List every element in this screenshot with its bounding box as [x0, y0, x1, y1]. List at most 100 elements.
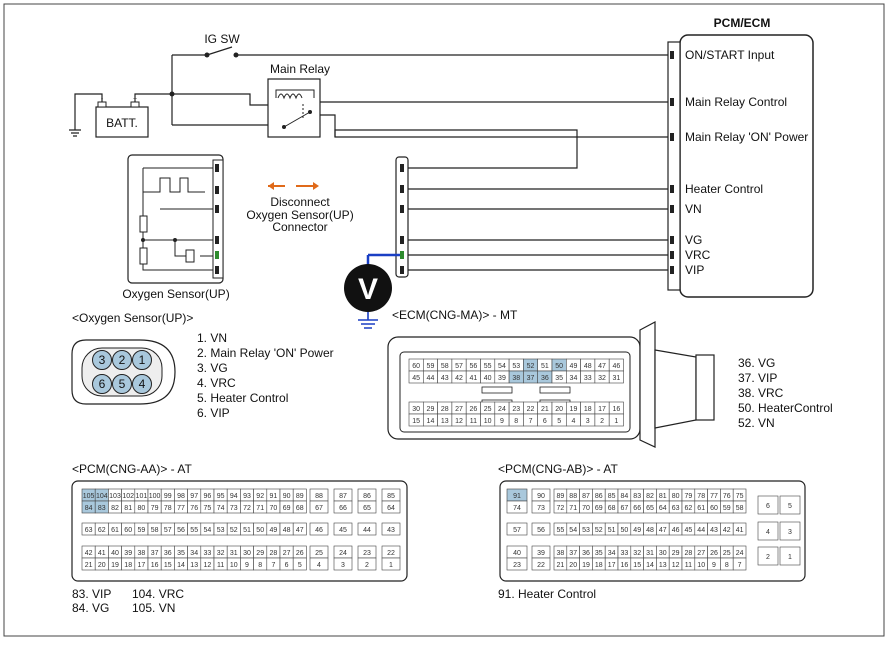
ecm-ma-pin-number: 31 [612, 375, 620, 382]
pcm-ab-pin-number: 66 [633, 505, 641, 512]
o2-connector-title: <Oxygen Sensor(UP)> [72, 311, 193, 325]
main-relay: Main Relay [267, 62, 330, 138]
instruction-line-2: Oxygen Sensor(UP) [246, 208, 353, 222]
ecm-ma-pin-number: 23 [512, 406, 520, 413]
pcm-aa-pin-number: 14 [177, 562, 185, 569]
ecm-ma-pin-number: 32 [598, 375, 606, 382]
pcm-ab-title: <PCM(CNG-AB)> - AT [498, 462, 618, 476]
pcm-aa-legend-item: 83. VIP [72, 587, 111, 601]
pcm-pin-label: VN [685, 202, 702, 216]
pcm-aa-side-number: 2 [365, 562, 369, 569]
pcm-aa-side-number: 86 [363, 493, 371, 500]
pcm-ab-pin-number: 29 [672, 550, 680, 557]
pcm-ab-pin-number: 15 [633, 562, 641, 569]
pcm-aa-side-number: 88 [315, 493, 323, 500]
o2-pin [112, 374, 132, 394]
pcm-aa-pin-number: 17 [138, 562, 146, 569]
pcm-aa-pin-number: 28 [270, 550, 278, 557]
pcm-aa-pin-number: 48 [283, 527, 291, 534]
o2-pin [112, 350, 132, 370]
svg-text:+: + [133, 96, 137, 103]
instruction-line-3: Connector [272, 220, 327, 234]
instruction-line-1: Disconnect [270, 195, 330, 209]
pcm-ab-pin-number: 40 [513, 550, 521, 557]
pcm-aa-pin-number: 15 [164, 562, 172, 569]
ecm-ma-pin-number: 14 [427, 418, 435, 425]
ecm-ma-pin-number: 55 [484, 363, 492, 370]
ecm-ma-pin-number: 17 [598, 406, 606, 413]
o2-legend-item: 4. VRC [197, 376, 236, 390]
pcm-aa-pin-number: 29 [256, 550, 264, 557]
ecm-ma-pin-number: 2 [600, 418, 604, 425]
pcm-ab-legend: 91. Heater Control [498, 587, 596, 601]
ecm-ma-pin-number: 21 [541, 406, 549, 413]
pcm-pin-label: ON/START Input [685, 48, 775, 62]
pcm-aa-pin-number: 83 [98, 505, 106, 512]
pcm-ab-pin-number: 8 [725, 562, 729, 569]
pcm-aa-pin-number: 20 [98, 562, 106, 569]
pcm-ab-pin-number: 84 [621, 493, 629, 500]
ecm-ma-pin-cell [608, 413, 624, 427]
voltmeter: V [344, 253, 400, 329]
pcm-ab-side-number: 2 [766, 554, 770, 561]
pcm-ab-pin-number: 20 [569, 562, 577, 569]
pcm-ab-pin-number: 12 [672, 562, 680, 569]
pcm-aa-side-number: 64 [387, 505, 395, 512]
ecm-ma-pin-number: 18 [584, 406, 592, 413]
pcm-aa-pin-number: 38 [138, 550, 146, 557]
pcm-aa-side-number: 65 [363, 505, 371, 512]
pcm-ab-side-cell [757, 521, 779, 541]
pcm-ab-pin-number: 48 [646, 527, 654, 534]
ecm-ma-pin-number: 53 [512, 363, 520, 370]
pcm-ab-pin-number: 56 [537, 527, 545, 534]
pcm-aa-pin-number: 69 [283, 505, 291, 512]
o2-legend-item: 1. VN [197, 331, 227, 345]
pcm-aa-side-cell [333, 500, 353, 514]
pcm-ab-pin-number: 90 [537, 493, 545, 500]
pcm-ab-pin-number: 54 [569, 527, 577, 534]
pcm-aa-legend-item: 104. VRC [132, 587, 184, 601]
main-relay-label: Main Relay [270, 62, 330, 76]
pcm-ab-pin-number: 32 [633, 550, 641, 557]
pcm-ab-pin-number: 43 [710, 527, 718, 534]
pcm-ab-pin-number: 76 [723, 493, 731, 500]
pcm-ab-pin-number: 33 [621, 550, 629, 557]
disconnect-arrows [268, 182, 319, 190]
ecm-ma-pin-number: 52 [527, 363, 535, 370]
pcm-ab-pin-number: 58 [736, 505, 744, 512]
pcm-ab-pin-number: 10 [697, 562, 705, 569]
pcm-aa-pin-number: 36 [164, 550, 172, 557]
pcm-ab-pin-number: 52 [595, 527, 603, 534]
pcm-aa-pin-number: 71 [256, 505, 264, 512]
pcm-ab-pin-number: 57 [513, 527, 521, 534]
pcm-aa-pin-number: 31 [230, 550, 238, 557]
pcm-aa-pin-number: 79 [151, 505, 159, 512]
pcm-aa-side-number: 25 [315, 550, 323, 557]
pcm-aa-side-cell [381, 500, 401, 514]
pcm-aa-pin-number: 76 [190, 505, 198, 512]
ecm-ma-pin-number: 3 [586, 418, 590, 425]
pcm-aa-pin-number: 10 [230, 562, 238, 569]
ecm-ma-pin-number: 37 [527, 375, 535, 382]
pcm-ab-pin-number: 74 [513, 505, 521, 512]
pcm-ab-pin-number: 80 [672, 493, 680, 500]
pcm-aa-pin-number: 94 [230, 493, 238, 500]
ecm-ma-legend-item: 52. VN [738, 416, 775, 430]
pcm-ab-pin-number: 88 [569, 493, 577, 500]
pcm-aa-pin-number: 33 [204, 550, 212, 557]
ecm-ma-pin-number: 4 [571, 418, 575, 425]
ecm-ma-pin-number: 49 [570, 363, 578, 370]
pcm-aa-pin-cell [292, 522, 307, 536]
ecm-ma-pin-number: 42 [455, 375, 463, 382]
ecm-ma-pin-number: 54 [498, 363, 506, 370]
ecm-ma-pin-number: 48 [584, 363, 592, 370]
ecm-ma-pin-number: 16 [612, 406, 620, 413]
pcm-aa-pin-number: 8 [258, 562, 262, 569]
pcm-aa-pin-number: 77 [177, 505, 185, 512]
pcm-aa-pin-number: 47 [296, 527, 304, 534]
ecm-ma-pin-number: 6 [543, 418, 547, 425]
pcm-aa-side-cell [357, 557, 377, 571]
pcm-ab-pin-number: 89 [557, 493, 565, 500]
pcm-aa-side-number: 23 [363, 550, 371, 557]
